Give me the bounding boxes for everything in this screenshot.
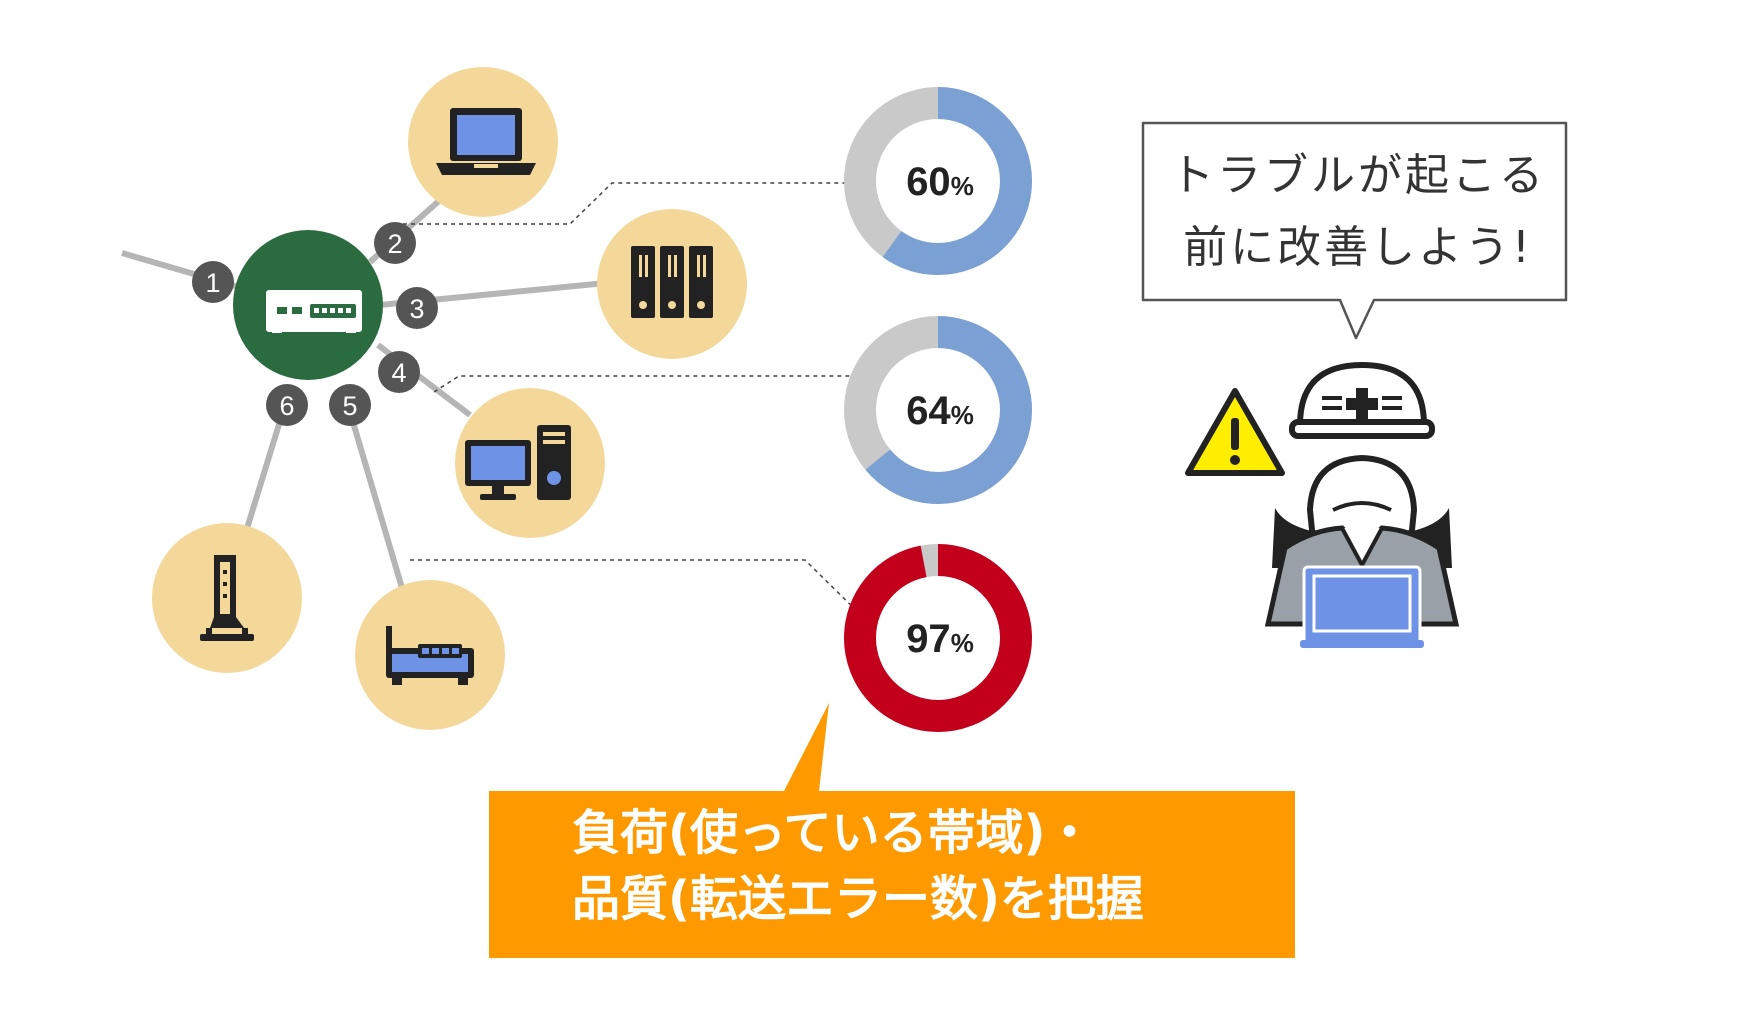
callout-text: 負荷(使っている帯域)・ 品質(転送エラー数)を把握 (572, 800, 1332, 932)
gauge-1: 60% (844, 87, 1032, 275)
speech-line-2: 前に改善しよう! (1183, 222, 1533, 273)
svg-text:64%: 64% (906, 389, 974, 433)
worker-illustration (1264, 361, 1460, 648)
device-desktop (455, 388, 605, 538)
gauge-unit: % (951, 628, 974, 658)
port-badge-1: 1 (192, 261, 234, 303)
gauge-value: 60 (906, 160, 951, 204)
gauge-value: 64 (906, 389, 951, 433)
speech-line-1: トラブルが起こる (1170, 150, 1546, 201)
callout-line-1: 負荷(使っている帯域)・ (572, 805, 1094, 861)
port-number: 6 (279, 391, 294, 421)
server-icon (631, 246, 713, 318)
svg-text:60%: 60% (906, 160, 974, 204)
speech-bubble-text: トラブルが起こる 前に改善しよう! (1148, 140, 1568, 284)
laptop-icon (436, 108, 536, 175)
leader-lines (403, 182, 869, 623)
port-number: 4 (391, 358, 406, 388)
warning-icon (1185, 388, 1285, 476)
gauge-value: 97 (906, 617, 951, 661)
gauge-2: 64% (844, 316, 1032, 504)
port-number: 3 (409, 294, 424, 324)
device-tower (152, 523, 302, 673)
gauge-3: 97% (844, 544, 1032, 732)
tower-router-icon (200, 555, 254, 641)
gauge-unit: % (951, 400, 974, 430)
port-number: 2 (387, 229, 402, 259)
callout-box (489, 703, 1295, 958)
hub-icon (386, 626, 474, 685)
port-badge-6: 6 (266, 384, 308, 426)
svg-text:97%: 97% (906, 617, 974, 661)
gauge-arc (844, 87, 1032, 275)
port-number: 1 (205, 268, 220, 298)
device-laptop (408, 67, 558, 217)
desktop-icon (465, 425, 571, 500)
port-badge-4: 4 (378, 351, 420, 393)
gauge-unit: % (951, 171, 974, 201)
speech-bubble (1141, 121, 1568, 340)
port-badge-5: 5 (329, 384, 371, 426)
device-small-hub (355, 580, 505, 730)
port-number: 5 (342, 391, 357, 421)
port-badge-2: 2 (374, 222, 416, 264)
gauge-arc (844, 544, 1032, 732)
callout-line-2: 品質(転送エラー数)を把握 (572, 871, 1144, 927)
device-server (597, 209, 747, 359)
network-switch-hub (233, 230, 383, 380)
switch-icon (266, 290, 362, 333)
port-badge-3: 3 (396, 287, 438, 329)
gauge-arc (844, 316, 1032, 504)
port-badges: 1 2 3 4 5 6 (192, 222, 438, 426)
